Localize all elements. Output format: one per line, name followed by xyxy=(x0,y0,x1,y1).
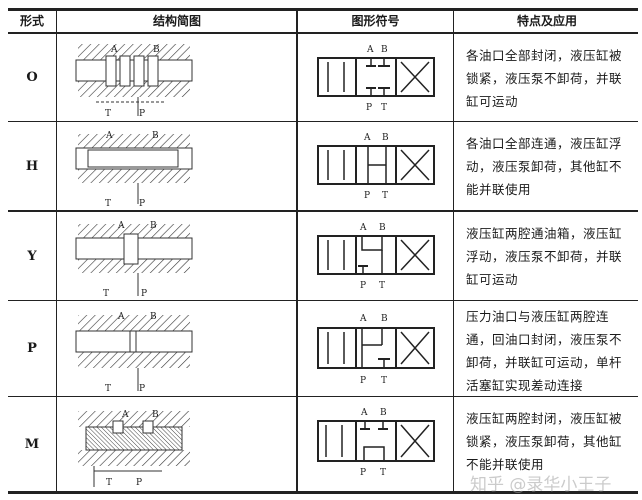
svg-text:P: P xyxy=(139,109,145,119)
svg-text:P: P xyxy=(141,289,147,299)
table-row-P: P A B T P xyxy=(8,301,638,396)
svg-text:P: P xyxy=(139,384,145,394)
header-divider xyxy=(8,32,638,34)
svg-text:P: P xyxy=(366,103,372,113)
symbol-P: A B P T xyxy=(298,301,453,396)
row-divider xyxy=(8,121,638,122)
col-divider xyxy=(56,8,57,494)
row-divider xyxy=(8,210,638,212)
form-label: H xyxy=(25,158,39,174)
svg-text:B: B xyxy=(381,45,388,55)
symbol-O: A B P T xyxy=(298,34,453,121)
structure-diagram-P: A B T P xyxy=(58,301,296,396)
feature-description: 液压缸两腔封闭，液压缸被锁紧，液压泵卸荷，其他缸不能并联使用 xyxy=(466,411,623,472)
form-label: P xyxy=(27,341,37,356)
svg-text:B: B xyxy=(381,314,388,324)
valve-symbol-icon: A B P T xyxy=(317,45,435,113)
form-label: Y xyxy=(27,248,37,264)
structure-diagram-H: A B T P xyxy=(58,122,296,210)
table-bottom-border xyxy=(8,491,638,494)
svg-text:A: A xyxy=(121,410,129,420)
svg-text:P: P xyxy=(360,468,366,478)
svg-text:A: A xyxy=(359,223,367,233)
svg-text:B: B xyxy=(150,221,157,231)
svg-text:P: P xyxy=(360,376,366,386)
col-divider xyxy=(453,8,454,494)
spool-section-icon: A B T P xyxy=(75,312,193,394)
svg-text:T: T xyxy=(106,478,112,488)
svg-text:T: T xyxy=(105,199,111,209)
svg-text:A: A xyxy=(366,45,374,55)
svg-text:T: T xyxy=(381,103,387,113)
header-features: 特点及应用 xyxy=(516,13,577,28)
form-label: O xyxy=(26,70,38,85)
svg-text:A: A xyxy=(105,131,113,141)
symbol-Y: A B P T xyxy=(298,212,453,300)
svg-text:B: B xyxy=(379,223,386,233)
svg-text:B: B xyxy=(153,45,160,55)
svg-text:T: T xyxy=(380,468,386,478)
svg-text:A: A xyxy=(363,133,371,143)
valve-symbol-icon: A B P T xyxy=(317,223,435,291)
col-divider xyxy=(296,8,298,494)
svg-text:A: A xyxy=(110,45,118,55)
table-row-H: H A B T P xyxy=(8,122,638,210)
svg-text:B: B xyxy=(152,410,159,420)
table-row-M: M A B T P xyxy=(8,397,638,491)
structure-diagram-M: A B T P xyxy=(58,397,296,491)
spool-section-icon: A B T P xyxy=(75,131,193,209)
table-row-O: O A B T P xyxy=(8,34,638,121)
watermark: 知乎 @录华小王子 xyxy=(470,475,612,495)
svg-text:A: A xyxy=(117,221,125,231)
svg-text:P: P xyxy=(364,191,370,201)
header-structure: 结构简图 xyxy=(152,13,201,28)
svg-text:A: A xyxy=(360,408,368,418)
valve-symbol-icon: A B P T xyxy=(317,133,435,201)
svg-text:B: B xyxy=(150,312,157,322)
feature-description: 压力油口与液压缸两腔连通，回油口封闭，液压泵不卸荷，并联缸可运动，单杆活塞缸实现… xyxy=(466,309,623,393)
svg-text:A: A xyxy=(359,314,367,324)
row-divider xyxy=(8,396,638,397)
svg-text:T: T xyxy=(105,109,111,119)
svg-text:T: T xyxy=(105,384,111,394)
svg-text:P: P xyxy=(360,281,366,291)
svg-text:B: B xyxy=(380,408,387,418)
feature-description: 液压缸两腔通油箱，液压缸浮动，液压泵不卸荷，并联缸可运动 xyxy=(466,226,623,287)
symbol-M: A B P T xyxy=(298,397,453,491)
svg-text:P: P xyxy=(139,199,145,209)
spool-section-icon: A B T P xyxy=(75,221,193,299)
valve-symbol-icon: A B P T xyxy=(317,408,435,478)
table-top-border xyxy=(8,8,638,11)
form-label: M xyxy=(24,436,40,452)
header-form: 形式 xyxy=(19,13,44,28)
svg-text:T: T xyxy=(103,289,109,299)
table-row-Y: Y A B T P xyxy=(8,212,638,300)
svg-text:T: T xyxy=(382,191,388,201)
spool-section-icon: A B T P xyxy=(78,410,190,488)
svg-text:A: A xyxy=(117,312,125,322)
svg-text:B: B xyxy=(382,133,389,143)
spool-section-icon: A B T P xyxy=(75,44,193,119)
svg-text:T: T xyxy=(379,281,385,291)
valve-symbol-icon: A B P T xyxy=(317,314,435,386)
svg-text:B: B xyxy=(152,131,159,141)
svg-text:T: T xyxy=(381,376,387,386)
feature-description: 各油口全部连通，液压缸浮动，液压泵卸荷，其他缸不能并联使用 xyxy=(466,136,623,197)
header-symbol: 图形符号 xyxy=(351,13,400,28)
row-divider xyxy=(8,300,638,301)
valve-function-table: 形式 结构简图 图形符号 特点及应用 O A B T P xyxy=(8,8,638,494)
svg-text:P: P xyxy=(136,478,142,488)
feature-description: 各油口全部封闭，液压缸被锁紧，液压泵不卸荷，并联缸可运动 xyxy=(466,48,623,109)
symbol-H: A B P T xyxy=(298,122,453,210)
structure-diagram-Y: A B T P xyxy=(58,212,296,300)
structure-diagram-O: A B T P xyxy=(58,34,296,121)
